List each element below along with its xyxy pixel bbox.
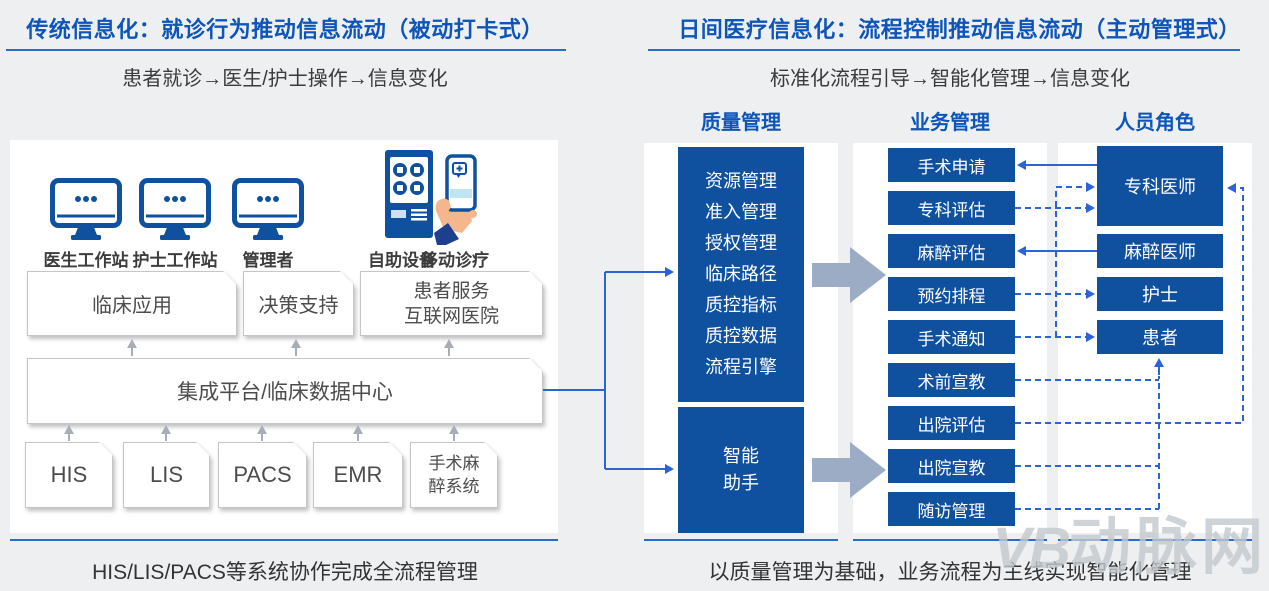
- box-his: HIS: [25, 442, 113, 508]
- box-appointment-schedule: 预约排程: [888, 277, 1015, 311]
- left-bottom-rule: [10, 539, 558, 541]
- box-label: 临床应用: [92, 295, 172, 317]
- device-label-mobile-care: 移动诊疗: [421, 251, 489, 270]
- left-title: 传统信息化：就诊行为推动信息流动（被动打卡式）: [26, 17, 544, 42]
- assistant-line1: 智能: [723, 446, 759, 466]
- box-label-line1: 患者服务: [413, 280, 490, 302]
- assistant-line2: 助手: [723, 473, 759, 493]
- box-emr: EMR: [313, 442, 403, 508]
- nurse-workstation-icon: [139, 178, 211, 240]
- right-title: 日间医疗信息化：流程控制推动信息流动（主动管理式）: [678, 17, 1241, 42]
- right-subtitle: 标准化流程引导→智能化管理→信息变化: [770, 68, 1130, 90]
- box-label-line1: 手术麻: [428, 454, 480, 473]
- right-title-underline: [648, 49, 1240, 51]
- device-label-doctor-workstation: 医生工作站: [43, 251, 129, 270]
- box-clinical-application: 临床应用: [27, 271, 237, 336]
- box-role-patient: 患者: [1097, 320, 1223, 354]
- box-label: PACS: [233, 462, 292, 487]
- box-lis: LIS: [123, 442, 210, 508]
- box-discharge-education: 出院宣教: [888, 449, 1015, 483]
- quality-item: 临床路径: [705, 264, 777, 284]
- column-header-business: 业务管理: [910, 112, 990, 134]
- right-caption: 以质量管理为基础，业务流程为主线实现智能化管理: [708, 561, 1192, 584]
- box-role-specialist: 专科医师: [1097, 146, 1223, 226]
- box-label: LIS: [149, 462, 184, 487]
- device-label-nurse-workstation: 护士工作站: [132, 251, 218, 270]
- box-surgery-notice: 手术通知: [888, 320, 1015, 354]
- quality-bottom-rule: [644, 539, 838, 541]
- box-preop-education: 术前宣教: [888, 363, 1015, 397]
- box-quality-management: 资源管理 准入管理 授权管理 临床路径 质控指标 质控数据 流程引擎: [678, 147, 804, 402]
- box-patient-service-internet-hospital: 患者服务 互联网医院: [360, 271, 543, 336]
- left-subtitle: 患者就诊→医生/护士操作→信息变化: [122, 68, 448, 90]
- box-integration-platform: 集成平台/临床数据中心: [27, 358, 543, 424]
- box-label-line2: 醉系统: [428, 477, 480, 496]
- self-service-kiosk-icon: [385, 150, 433, 238]
- box-label: EMR: [333, 462, 383, 487]
- quality-item: 质控数据: [705, 326, 777, 346]
- box-role-nurse: 护士: [1097, 277, 1223, 311]
- box-anesthesia-assess: 麻醉评估: [888, 234, 1015, 268]
- column-header-quality: 质量管理: [701, 112, 781, 134]
- left-caption: HIS/LIS/PACS等系统协作完成全流程管理: [92, 561, 478, 584]
- quality-item: 准入管理: [705, 202, 777, 222]
- mobile-care-phone-icon: [434, 154, 477, 245]
- box-label: 集成平台/临床数据中心: [177, 381, 393, 404]
- quality-item: 流程引擎: [705, 357, 777, 377]
- box-smart-assistant: 智能 助手: [678, 407, 804, 533]
- roles-bottom-rule: [1058, 539, 1252, 541]
- quality-item: 质控指标: [705, 295, 777, 315]
- box-decision-support: 决策支持: [243, 271, 354, 336]
- quality-item: 授权管理: [705, 233, 777, 253]
- box-discharge-assess: 出院评估: [888, 406, 1015, 440]
- doctor-workstation-icon: [50, 178, 122, 240]
- device-label-self-service: 自助设备: [368, 251, 436, 270]
- box-role-anesthesiologist: 麻醉医师: [1097, 234, 1223, 268]
- box-followup-management: 随访管理: [888, 492, 1015, 526]
- box-specialist-assess: 专科评估: [888, 191, 1015, 225]
- box-surgery-request: 手术申请: [888, 148, 1015, 182]
- manager-workstation-icon: [232, 178, 304, 240]
- box-label-line2: 互联网医院: [403, 305, 499, 327]
- box-pacs: PACS: [218, 442, 307, 508]
- business-bottom-rule: [853, 539, 1047, 541]
- box-label: 决策支持: [258, 295, 339, 317]
- box-label: HIS: [50, 462, 88, 487]
- column-header-roles: 人员角色: [1115, 112, 1195, 134]
- box-anesthesia-system: 手术麻 醉系统: [410, 442, 498, 508]
- device-label-manager: 管理者: [242, 251, 294, 270]
- left-title-underline: [6, 49, 566, 51]
- quality-item: 资源管理: [705, 171, 777, 191]
